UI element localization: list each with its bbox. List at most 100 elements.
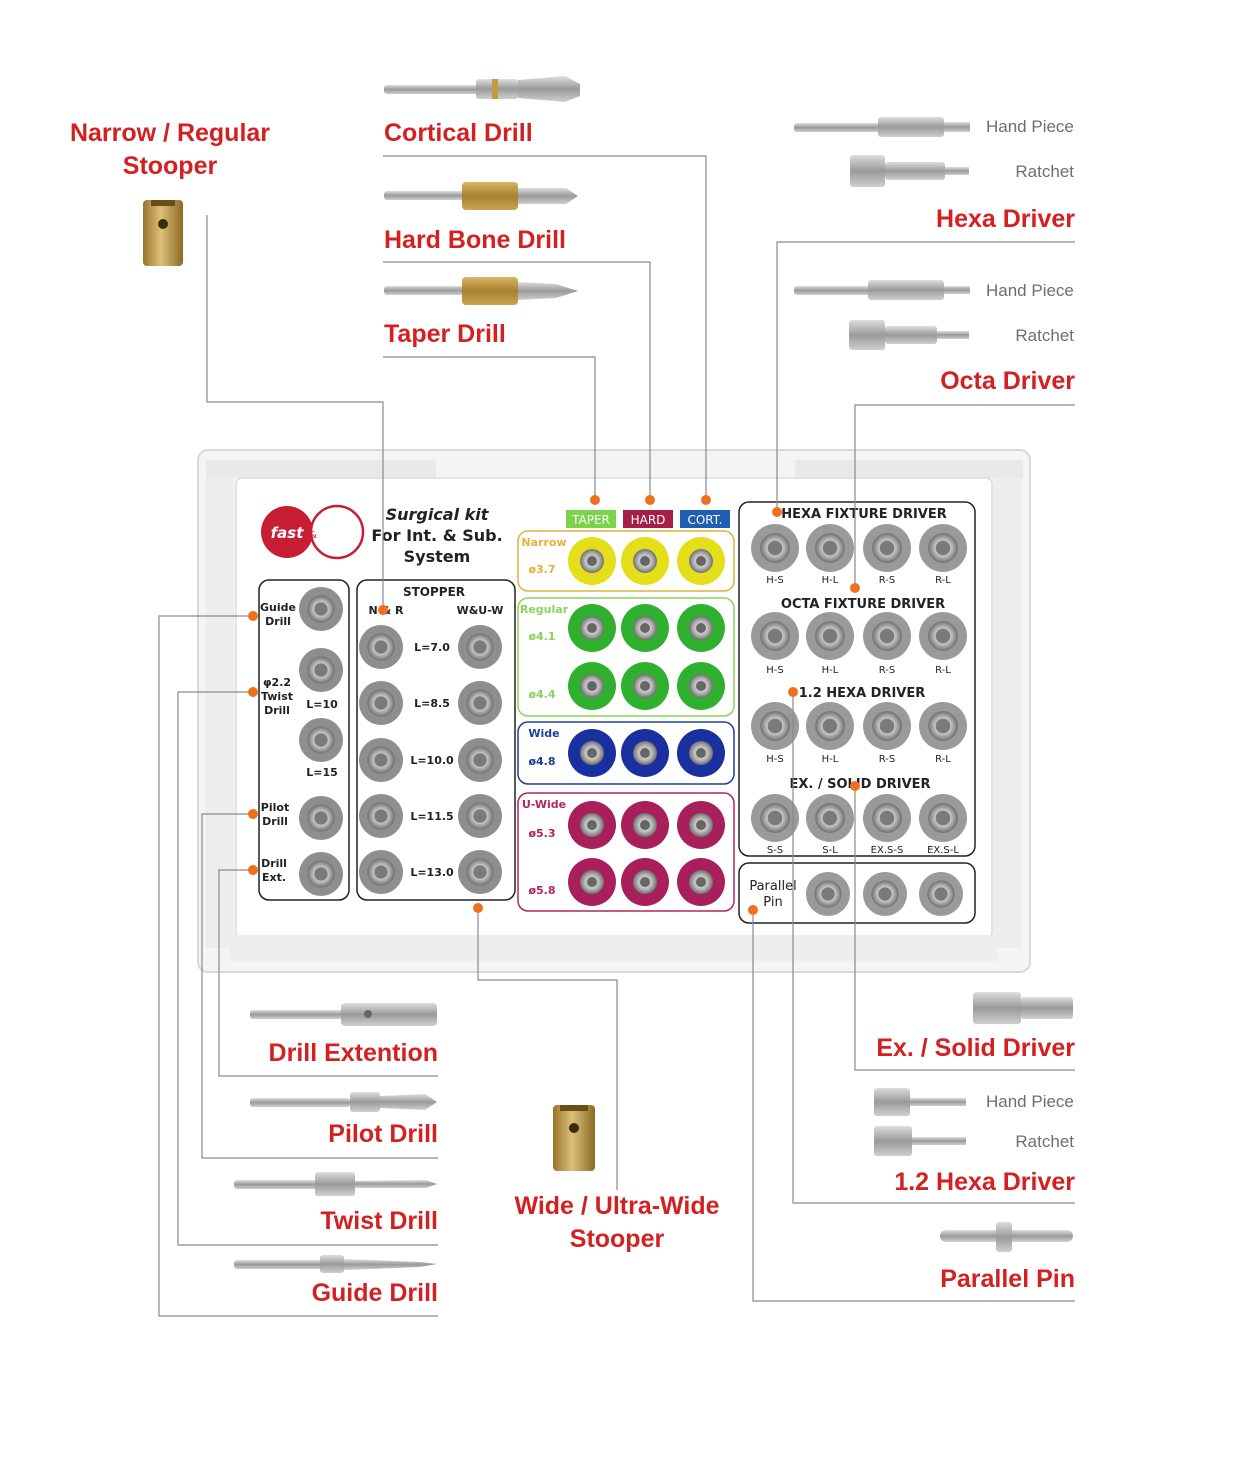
guide-drill-illustration (234, 1255, 437, 1273)
drill-tag-bg (623, 510, 673, 528)
stopper-panel: STOPPER N & R W&U-W L=7.0L=8.5L=10.0L=11… (356, 579, 516, 901)
brand-best: best (322, 524, 360, 542)
drill-tag-bg (680, 510, 730, 528)
drill-socket (621, 858, 669, 906)
driver-socket (751, 794, 799, 842)
driver-label: S-L (822, 845, 838, 856)
driver-socket (751, 702, 799, 750)
drill-socket (677, 662, 725, 710)
driver-socket (919, 524, 967, 572)
stopper-socket-left (359, 794, 403, 838)
leader-narrow-stooper (206, 215, 384, 610)
stopper-socket-right (458, 850, 502, 894)
driver-label: R-L (935, 665, 951, 676)
drill-socket (621, 604, 669, 652)
driver-socket (919, 794, 967, 842)
driver-label: S-S (767, 845, 783, 856)
leader-wide-stooper (477, 908, 618, 1190)
twist-drill-label-3: Drill (264, 704, 290, 717)
driver-socket (806, 702, 854, 750)
drill-group-size: ø4.1 (528, 630, 555, 643)
hexa-ratchet-label: Ratchet (1015, 162, 1074, 181)
wide-ultrawide-stooper-label: Wide / Ultra-Wide Stooper (487, 1190, 747, 1256)
driver-socket (919, 702, 967, 750)
stopper-length-label: L=7.0 (414, 641, 450, 654)
brand-logo: fast & best (261, 504, 365, 560)
drill-col-socket (299, 852, 343, 896)
parallel-label-1: Parallel (749, 879, 796, 894)
drill-socket (568, 729, 616, 777)
drill-socket (621, 662, 669, 710)
parallel-pin-socket (919, 872, 963, 916)
cortical-drill-label: Cortical Drill (384, 119, 533, 147)
stopper-socket-left (359, 738, 403, 782)
drill-socket (621, 537, 669, 585)
drill-ext-label-1: Drill (261, 857, 287, 870)
octa-ratchet-label: Ratchet (1015, 326, 1074, 345)
stopper-length-label: L=8.5 (414, 697, 450, 710)
stopper-socket-right (458, 681, 502, 725)
drill-socket (568, 801, 616, 849)
drill-tag-bg (566, 510, 616, 528)
drill-col-socket (299, 587, 343, 631)
parallel-label-2: Pin (763, 895, 782, 910)
driver-socket (919, 612, 967, 660)
parallel-pin-illustration (940, 1222, 1073, 1252)
stopper-length-label: L=10.0 (410, 754, 454, 767)
leader-solid-driver (854, 786, 1075, 1071)
drill-group-size: ø4.4 (528, 688, 555, 701)
hexa-driver-illustration (794, 117, 970, 187)
narrow-stooper-illustration (143, 200, 183, 266)
wide-stooper-line-2: Stooper (569, 1225, 665, 1253)
octa-driver-label: Octa Driver (940, 367, 1075, 395)
twist-l10-label: L=10 (306, 698, 338, 711)
driver-label: H-L (822, 665, 839, 676)
drill-group-name: Narrow (521, 536, 566, 549)
driver-socket (863, 702, 911, 750)
hexa12-driver-illustration (874, 1088, 966, 1156)
driver-socket (751, 524, 799, 572)
stopper-socket-left (359, 850, 403, 894)
stopper-socket-right (458, 625, 502, 669)
twist-drill-label-1: φ2.2 (263, 676, 291, 689)
solid-driver-label: Ex. / Solid Driver (876, 1034, 1075, 1062)
drill-group-name: Wide (528, 727, 559, 740)
drill-group-box (517, 597, 735, 717)
driver-label: R-S (879, 754, 896, 765)
leader-parallel-pin (752, 910, 1075, 1302)
narrow-regular-stooper-line-2: Stooper (122, 152, 218, 180)
driver-socket (863, 612, 911, 660)
solid-driver-title: EX. / SOLID DRIVER (789, 777, 930, 792)
octa-handpiece-label: Hand Piece (986, 281, 1074, 300)
kit-title-line-1: Surgical kit (386, 505, 490, 524)
drill-tag-label: HARD (631, 513, 666, 527)
driver-label: R-S (879, 665, 896, 676)
driver-socket (751, 612, 799, 660)
drill-ext-label-2: Ext. (262, 871, 286, 884)
parallel-pin-label: Parallel Pin (940, 1265, 1075, 1293)
driver-label: H-L (822, 575, 839, 586)
taper-drill-label: Taper Drill (384, 320, 506, 348)
twist-drill-illustration (234, 1172, 437, 1196)
stopper-socket-right (458, 794, 502, 838)
drill-group-box (517, 792, 735, 912)
wide-stooper-illustration (553, 1105, 595, 1171)
leader-pilot (201, 813, 438, 1159)
guide-drill-label-2: Drill (265, 615, 291, 628)
drill-group-name: U-Wide (522, 798, 566, 811)
hexa-fixture-title: HEXA FIXTURE DRIVER (781, 507, 947, 522)
drill-ext-illustration (250, 1003, 437, 1026)
brand-amp: & (309, 530, 317, 541)
leader-cortical (383, 155, 707, 500)
driver-socket (863, 524, 911, 572)
cortical-drill-illustration (384, 76, 580, 102)
stopper-socket-right (458, 738, 502, 782)
drill-group-box (517, 721, 735, 785)
drill-group-box (517, 530, 735, 592)
hexa12-handpiece-label: Hand Piece (986, 1092, 1074, 1111)
drill-col-socket (299, 718, 343, 762)
driver-label: EX.S-S (871, 845, 904, 856)
pilot-drill-label-2: Drill (262, 815, 288, 828)
drill-group-size: ø3.7 (528, 563, 555, 576)
